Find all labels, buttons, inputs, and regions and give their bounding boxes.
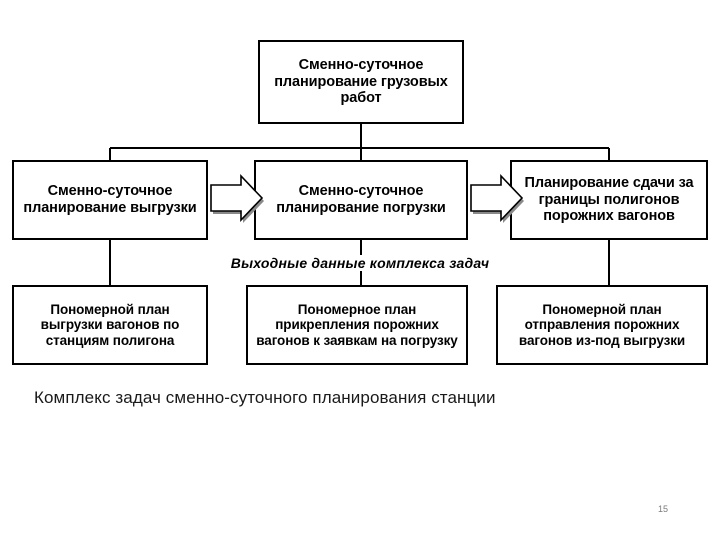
intermediate-label-text: Выходные данные комплекса задач [224,255,496,271]
node-level2-unloading-planning[interactable]: Сменно-суточное планирование выгрузки [12,160,208,240]
node-level3-empty-wagon-attachment-plan[interactable]: Пономерное план прикрепления порожних ва… [246,285,468,365]
node-level2-loading-label: Сменно-суточное планирование погрузки [276,183,446,216]
node-level2-loading-planning[interactable]: Сменно-суточное планирование погрузки [254,160,468,240]
node-level2-handover-label: Планирование сдачи за границы полигонов … [524,175,694,225]
node-level3-dispatch-label: Пономерной план отправления порожних ваг… [518,301,686,348]
node-level2-unloading-label: Сменно-суточное планирование выгрузки [23,183,197,216]
node-level3-empty-wagon-dispatch-plan[interactable]: Пономерной план отправления порожних ваг… [496,285,708,365]
page-number: 15 [657,504,668,514]
slide-caption: Комплекс задач сменно-суточного планиров… [34,388,496,407]
intermediate-label: Выходные данные комплекса задач [0,255,720,271]
node-level3-unloading-label: Пономерной план выгрузки вагонов по стан… [40,301,180,348]
node-root-shift-daily-planning[interactable]: Сменно-суточное планирование грузовых ра… [258,40,464,124]
node-level3-attachment-label: Пономерное план прикрепления порожних ва… [256,301,458,348]
node-level2-empty-wagon-handover-planning[interactable]: Планирование сдачи за границы полигонов … [510,160,708,240]
node-root-label: Сменно-суточное планирование грузовых ра… [274,57,448,107]
node-level3-unloading-plan-by-station[interactable]: Пономерной план выгрузки вагонов по стан… [12,285,208,365]
